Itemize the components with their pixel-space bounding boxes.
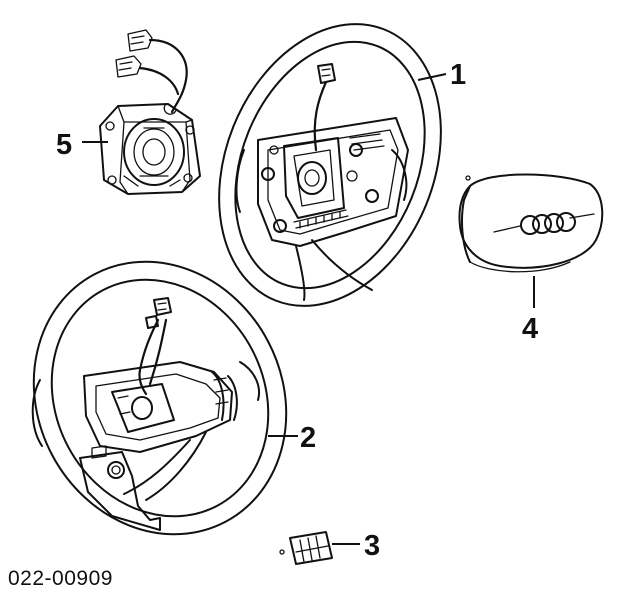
part-2-steering-wheel xyxy=(31,260,288,536)
callout-2: 2 xyxy=(300,422,316,454)
part-5-clock-spring xyxy=(99,29,201,195)
part-4-airbag-module xyxy=(458,173,604,273)
callout-4: 4 xyxy=(522,313,538,345)
callout-1: 1 xyxy=(450,59,466,91)
part-3-emblem xyxy=(279,531,333,565)
callout-3: 3 xyxy=(364,530,380,562)
four-ring-emblem xyxy=(520,212,576,235)
callout-5: 5 xyxy=(56,129,72,161)
part-1-steering-wheel xyxy=(218,23,442,307)
leader-1 xyxy=(417,73,447,81)
document-number: 022-00909 xyxy=(8,567,113,590)
